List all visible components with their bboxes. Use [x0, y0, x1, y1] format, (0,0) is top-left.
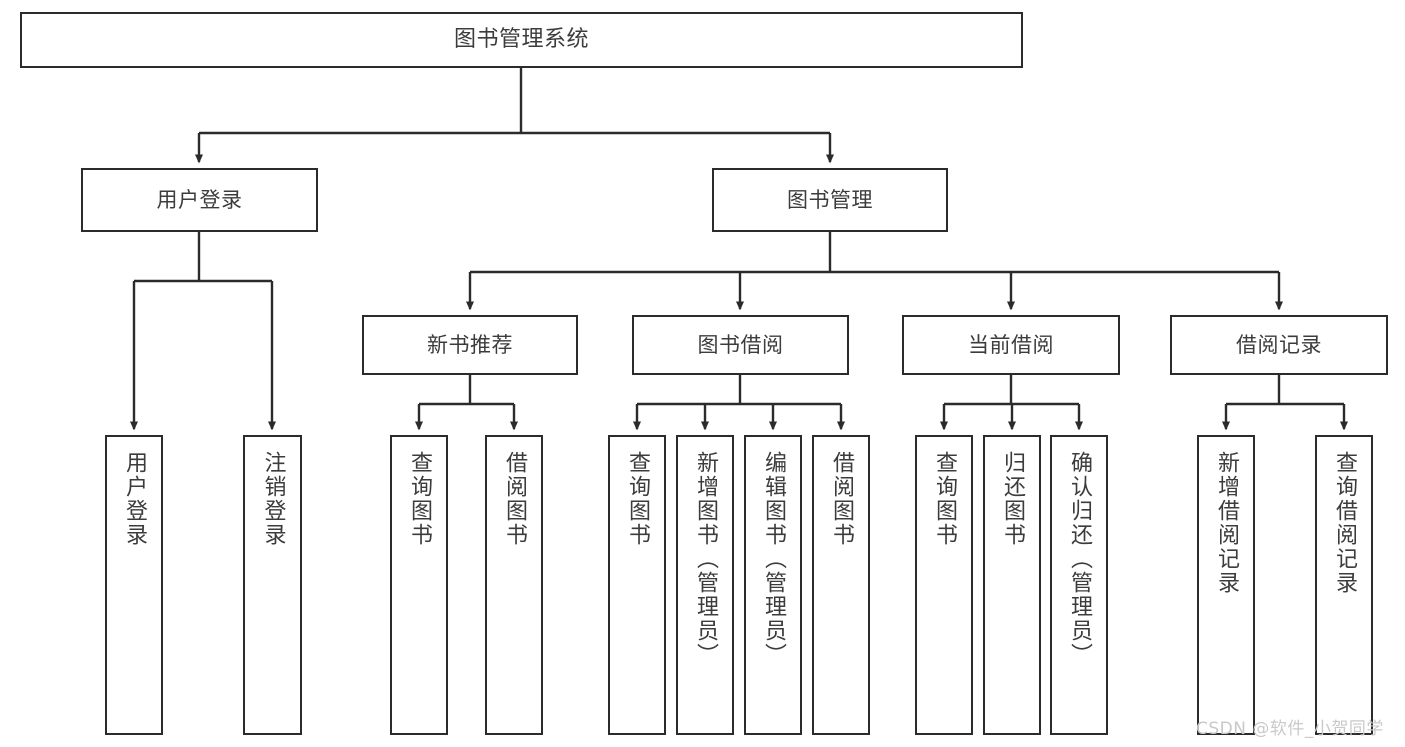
node-user-login[interactable]: 用户登录 [81, 168, 318, 232]
node-current-borrow-label: 当前借阅 [968, 332, 1054, 357]
node-user-login-label: 用户登录 [156, 187, 243, 212]
node-borrow-record[interactable]: 借阅记录 [1170, 315, 1388, 375]
node-book-manage-label: 图书管理 [787, 187, 873, 212]
node-leaf-query-record-label: 查询借阅记录 [1332, 451, 1357, 595]
node-book-borrow[interactable]: 图书借阅 [632, 315, 849, 375]
node-leaf-query-book-3[interactable]: 查询图书 [915, 435, 973, 735]
node-leaf-edit-book-label: 编辑图书（管理员） [761, 451, 786, 667]
node-leaf-borrow-book-1[interactable]: 借阅图书 [485, 435, 543, 735]
node-leaf-query-book-1[interactable]: 查询图书 [390, 435, 448, 735]
node-leaf-user-logout[interactable]: 注销登录 [243, 435, 302, 735]
node-leaf-edit-book[interactable]: 编辑图书（管理员） [744, 435, 802, 735]
node-new-book-recommend[interactable]: 新书推荐 [362, 315, 578, 375]
node-leaf-confirm-return[interactable]: 确认归还（管理员） [1050, 435, 1108, 735]
node-leaf-query-book-2-label: 查询图书 [625, 451, 650, 547]
node-borrow-record-label: 借阅记录 [1236, 332, 1322, 357]
node-leaf-query-book-1-label: 查询图书 [407, 451, 432, 547]
node-leaf-borrow-book-2-label: 借阅图书 [829, 451, 854, 547]
node-leaf-add-record[interactable]: 新增借阅记录 [1197, 435, 1255, 735]
node-leaf-user-login[interactable]: 用户登录 [105, 435, 163, 735]
node-leaf-return-book-label: 归还图书 [1000, 451, 1025, 547]
node-leaf-borrow-book-1-label: 借阅图书 [502, 451, 527, 547]
node-leaf-return-book[interactable]: 归还图书 [983, 435, 1041, 735]
node-leaf-add-book[interactable]: 新增图书（管理员） [676, 435, 734, 735]
node-leaf-query-book-2[interactable]: 查询图书 [608, 435, 666, 735]
node-book-manage[interactable]: 图书管理 [712, 168, 948, 232]
node-new-book-recommend-label: 新书推荐 [427, 332, 513, 357]
node-root[interactable]: 图书管理系统 [20, 12, 1023, 68]
node-leaf-confirm-return-label: 确认归还（管理员） [1067, 451, 1092, 667]
node-current-borrow[interactable]: 当前借阅 [902, 315, 1120, 375]
node-book-borrow-label: 图书借阅 [697, 332, 784, 357]
node-leaf-user-login-label: 用户登录 [122, 451, 147, 547]
node-leaf-query-record[interactable]: 查询借阅记录 [1315, 435, 1373, 735]
node-leaf-user-logout-label: 注销登录 [260, 451, 286, 547]
node-root-label: 图书管理系统 [453, 27, 589, 53]
node-leaf-borrow-book-2[interactable]: 借阅图书 [812, 435, 870, 735]
node-leaf-add-book-label: 新增图书（管理员） [693, 451, 718, 667]
watermark-text: CSDN @软件_小贺同学 [1196, 719, 1384, 739]
node-leaf-query-book-3-label: 查询图书 [932, 451, 957, 547]
node-leaf-add-record-label: 新增借阅记录 [1214, 451, 1239, 595]
